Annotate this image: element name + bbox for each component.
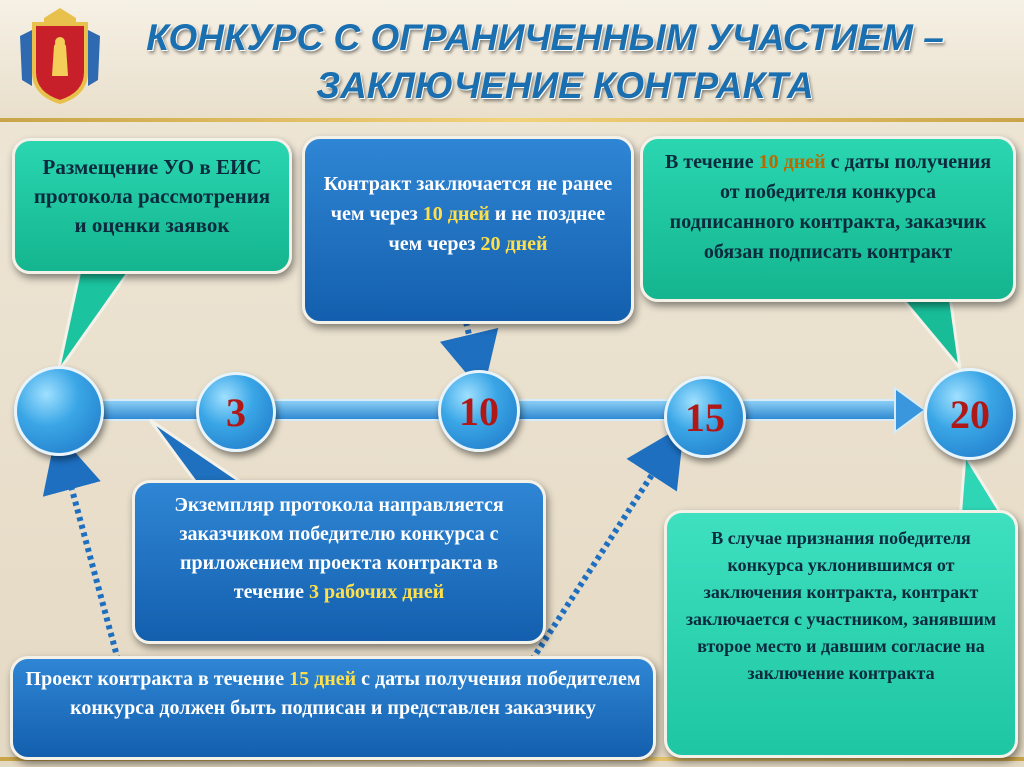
evasion-box: В случае признания победителя конкурса у… [664, 510, 1018, 758]
timeline-node-day-15: 15 [664, 376, 746, 458]
page-title: КОНКУРС С ОГРАНИЧЕННЫМ УЧАСТИЕМ – ЗАКЛЮЧ… [120, 14, 970, 110]
timeline-node-day-20: 20 [924, 368, 1016, 460]
arrow-to-day15 [529, 424, 685, 662]
timeline-node-day-10: 10 [438, 370, 520, 452]
contract-timing-box: Контракт заключается не ранее чем через … [302, 136, 634, 324]
title-line-1: КОНКУРС С ОГРАНИЧЕННЫМ УЧАСТИЕМ – [146, 17, 944, 58]
timeline-node-day-3: 3 [196, 372, 276, 452]
header-band [0, 0, 1024, 118]
arrow-to-day10 [439, 321, 499, 394]
placement-box: Размещение УО в ЕИС протокола рассмотрен… [12, 138, 292, 274]
coat-of-arms-icon [20, 8, 100, 105]
customer-signs-box-tail [896, 294, 963, 373]
customer-signs-box: В течение 10 дней с даты получения от по… [640, 136, 1016, 302]
project-signed-box: Проект контракта в течение 15 дней с дат… [10, 656, 656, 760]
placement-box-tail [56, 268, 133, 373]
timeline-node-start [14, 366, 104, 456]
title-line-2: ЗАКЛЮЧЕНИЕ КОНТРАКТА [316, 65, 814, 106]
header-stripe [0, 118, 1024, 122]
copy-sent-box: Экземпляр протокола направляется заказчи… [132, 480, 546, 644]
timeline-arrowhead [894, 386, 927, 434]
arrow-to-start [42, 431, 121, 661]
